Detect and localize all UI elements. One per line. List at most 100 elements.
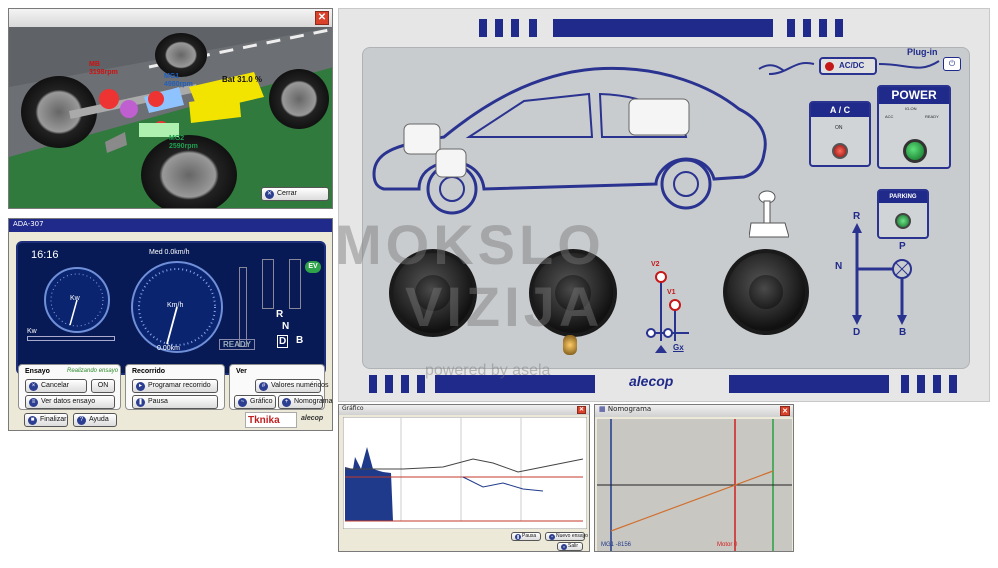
brake-pedal-knob[interactable] — [529, 249, 617, 337]
ensayo-status: Realizando ensayo — [67, 368, 119, 374]
graph-nuevo-label: Nuevo ensayo — [556, 533, 588, 539]
recorrido-title: Recorrido — [132, 368, 166, 375]
valores-numericos-button[interactable]: #Valores numéricos — [255, 379, 328, 393]
alecop-logo: alecop — [301, 415, 323, 422]
nomograma-window-icon: ▦ — [599, 405, 608, 413]
pause-icon: ❚ — [136, 398, 145, 407]
grafico-label: Gráfico — [250, 398, 273, 405]
nomograma-label: Nomograma — [294, 398, 333, 405]
ensayo-group: Ensayo Realizando ensayo ×Cancelar ON ≡V… — [18, 364, 121, 410]
bottom-stripe-7 — [933, 375, 941, 393]
gear-shift-diagram — [852, 223, 912, 325]
parking-box: PARKING — [877, 189, 929, 239]
cerrar-label: Cerrar — [277, 190, 297, 197]
ayuda-button[interactable]: ?Ayuda — [73, 413, 117, 427]
graph-title: Gráfico — [342, 405, 364, 412]
gear-d-label: D — [853, 327, 861, 338]
brand-logo: alecop — [629, 373, 674, 389]
tknika-logo: Tknika — [245, 412, 297, 428]
bottom-stripe-6 — [917, 375, 925, 393]
v1-label: V1 — [667, 289, 676, 296]
ensayo-title: Ensayo — [25, 368, 50, 375]
gear-r-label: R — [853, 211, 861, 222]
cancelar-label: Cancelar — [41, 382, 70, 389]
bottom-stripe-3 — [401, 375, 409, 393]
speed-gauge — [131, 261, 223, 353]
close-icon[interactable]: ✕ — [315, 11, 329, 25]
grafico-button[interactable]: ~Gráfico — [234, 395, 276, 409]
pausa-button[interactable]: ❚Pausa — [132, 395, 218, 409]
graph-pausa-label: Pausa — [522, 533, 537, 539]
battery-level-bar — [262, 259, 274, 309]
help-icon: ? — [77, 416, 86, 425]
parking-label: PARKING — [889, 194, 917, 200]
kw-bar-label: Kw — [27, 328, 37, 335]
cancel-icon: × — [29, 382, 38, 391]
pausa-label: Pausa — [148, 398, 168, 405]
gear-d: D — [277, 335, 289, 348]
bottom-stripe-8 — [949, 375, 957, 393]
mg1-label-name: MG1 — [164, 73, 180, 80]
top-stripe-left-3 — [511, 19, 519, 37]
gear-b-label: B — [899, 327, 907, 338]
cerrar-button[interactable]: ✕ Cerrar — [261, 187, 329, 201]
speed-gauge-unit: Km/h — [167, 302, 184, 309]
ver-datos-ensayo-button[interactable]: ≡Ver datos ensayo — [25, 395, 115, 409]
on-toggle[interactable]: ON — [91, 379, 115, 393]
graph-titlebar: Gráfico — [339, 405, 589, 415]
gear-b: B — [296, 335, 304, 346]
ac-on-label: ON — [835, 125, 843, 131]
top-stripe-right-3 — [819, 19, 827, 37]
plugin-icon: ⏻ — [943, 57, 961, 71]
graph-salir-button[interactable]: ×Salir — [557, 542, 583, 551]
parking-header: PARKING — [879, 191, 927, 203]
graph-close-icon[interactable]: ✕ — [577, 406, 586, 414]
gear-shift-knob[interactable] — [723, 249, 809, 335]
data-icon: ≡ — [29, 398, 38, 407]
ready-indicator: READY — [219, 339, 256, 350]
bottom-stripe-left-bar — [435, 375, 595, 393]
gear-r: R — [276, 309, 284, 320]
brake-knob-top — [555, 275, 591, 311]
nomograma-titlebar: ▦ Nomograma — [595, 405, 793, 417]
parking-button[interactable] — [895, 213, 911, 229]
ig-on-label: IG-ON — [905, 106, 917, 111]
graph-pausa-button[interactable]: ❚Pausa — [511, 532, 541, 541]
dashboard-titlebar: ADA-307 — [9, 219, 332, 232]
graph-salir-label: Salir — [568, 543, 579, 549]
program-icon: ▸ — [136, 382, 145, 391]
car-outline — [372, 64, 784, 215]
dashboard-window: ADA-307 16:16 Kw Med 0.0km/h Km/h 0.00km… — [8, 218, 333, 431]
top-stripe-center — [553, 19, 773, 37]
bottom-stripe-5 — [901, 375, 909, 393]
nomogram-mid-label: Motor 0 — [717, 542, 738, 548]
nomograma-button[interactable]: +Nomograma — [278, 395, 333, 409]
mb-label: MB 3198rpm — [89, 61, 118, 77]
programar-label: Programar recorrido — [148, 382, 211, 389]
ayuda-label: Ayuda — [89, 416, 109, 423]
mg2-label-name: MG2 — [169, 135, 185, 142]
cancelar-button[interactable]: ×Cancelar — [25, 379, 87, 393]
ac-dc-badge: AC/DC — [819, 57, 877, 75]
power-button[interactable] — [903, 139, 927, 163]
simulation-titlebar — [9, 9, 332, 27]
temp-level-bar — [289, 259, 301, 309]
graph-nuevo-ensayo-button[interactable]: +Nuevo ensayo — [545, 532, 588, 541]
programar-recorrido-button[interactable]: ▸Programar recorrido — [132, 379, 218, 393]
gear-p-label: P — [899, 241, 906, 252]
ver-title: Ver — [236, 368, 247, 375]
ev-badge: EV — [305, 261, 321, 273]
ac-led[interactable] — [832, 143, 848, 159]
nomograma-window: ▦ Nomograma ✕ MG1 -8156 Motor 0 — [594, 404, 794, 552]
gear-lever-icon — [749, 190, 789, 238]
finalizar-button[interactable]: ■Finalizar — [24, 413, 68, 427]
gx-label: Gx — [673, 343, 684, 352]
throttle-pedal-knob[interactable] — [389, 249, 477, 337]
mg1-label-rpm: 4980rpm — [164, 81, 193, 88]
ac-title: A / C — [829, 105, 851, 115]
nomograma-close-icon[interactable]: ✕ — [780, 406, 790, 416]
ver-group: Ver #Valores numéricos ~Gráfico +Nomogra… — [229, 364, 333, 410]
kw-gauge-unit: Kw — [70, 295, 80, 302]
acc-label: ACC — [885, 114, 894, 119]
graph-exit-icon: × — [561, 544, 567, 550]
